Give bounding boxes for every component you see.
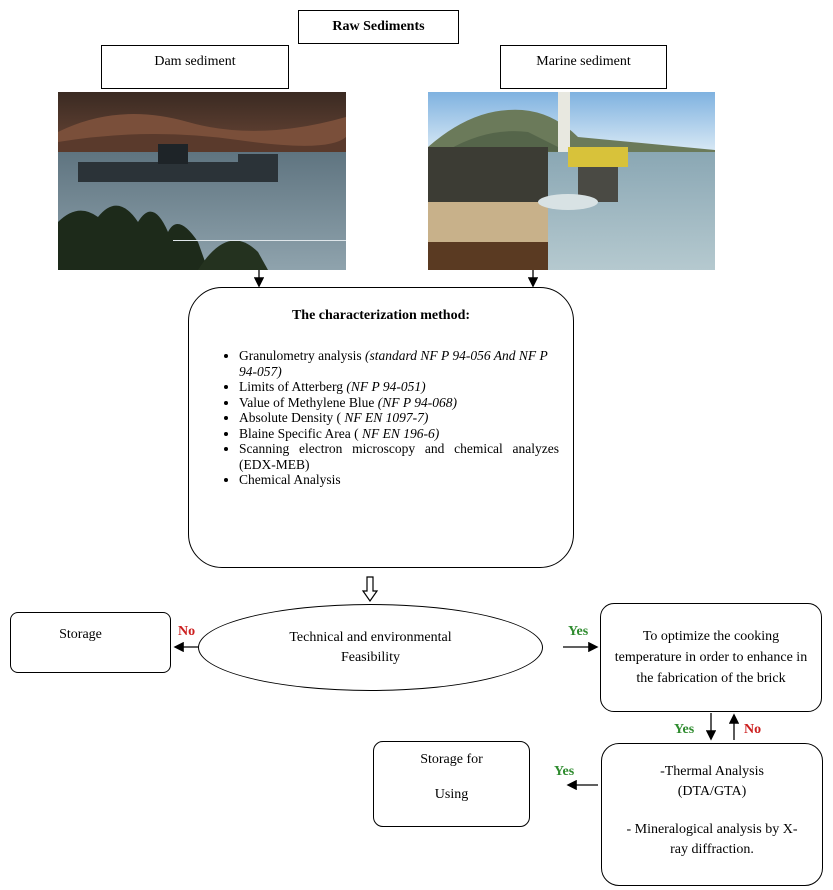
method-item: Granulometry analysis (standard NF P 94-… xyxy=(239,348,559,379)
optimize-temperature-box: To optimize the cooking temperature in o… xyxy=(600,603,822,712)
method-item: Absolute Density ( NF EN 1097-7) xyxy=(239,410,559,426)
storage-box: Storage xyxy=(10,612,171,673)
marine-sediment-photo xyxy=(428,92,715,270)
mineralogical-analysis-text: - Mineralogical analysis by X-ray diffra… xyxy=(626,822,798,857)
storage-for-label: Storage for xyxy=(420,752,483,767)
optimize-text: To optimize the cooking temperature in o… xyxy=(614,629,808,686)
hollow-down-arrow xyxy=(361,576,379,603)
method-item: Chemical Analysis xyxy=(239,472,559,488)
feasibility-text: Technical and environmental Feasibility xyxy=(289,629,452,665)
method-item: Value of Methylene Blue (NF P 94-068) xyxy=(239,395,559,411)
marine-sediment-box: Marine sediment xyxy=(500,45,667,89)
raw-sediments-title: Raw Sediments xyxy=(332,19,425,34)
characterization-title: The characterization method: xyxy=(291,308,471,323)
no-label-left: No xyxy=(178,624,196,639)
characterization-method-box: The characterization method: Granulometr… xyxy=(188,287,574,568)
thermal-analysis-text: -Thermal Analysis (DTA/GTA) xyxy=(660,764,764,799)
yes-label-left: Yes xyxy=(554,764,575,779)
method-item: Limits of Atterberg (NF P 94-051) xyxy=(239,379,559,395)
using-label: Using xyxy=(434,787,469,802)
feasibility-decision: Technical and environmental Feasibility xyxy=(198,604,543,691)
yes-label-down: Yes xyxy=(674,722,695,737)
no-label-up: No xyxy=(744,722,762,737)
characterization-list: Granulometry analysis (standard NF P 94-… xyxy=(223,348,559,488)
marine-sediment-label: Marine sediment xyxy=(536,54,631,69)
analysis-box: -Thermal Analysis (DTA/GTA) - Mineralogi… xyxy=(601,743,823,886)
dam-sediment-box: Dam sediment xyxy=(101,45,289,89)
yes-label-right: Yes xyxy=(568,624,589,639)
method-item: Blaine Specific Area ( NF EN 196-6) xyxy=(239,426,559,442)
dam-sediment-photo xyxy=(58,92,346,270)
storage-label: Storage xyxy=(59,627,102,642)
raw-sediments-box: Raw Sediments xyxy=(298,10,459,44)
storage-for-using-box: Storage for Using xyxy=(373,741,530,827)
dam-sediment-label: Dam sediment xyxy=(154,54,236,69)
method-item: Scanning electron microscopy and chemica… xyxy=(239,441,559,472)
